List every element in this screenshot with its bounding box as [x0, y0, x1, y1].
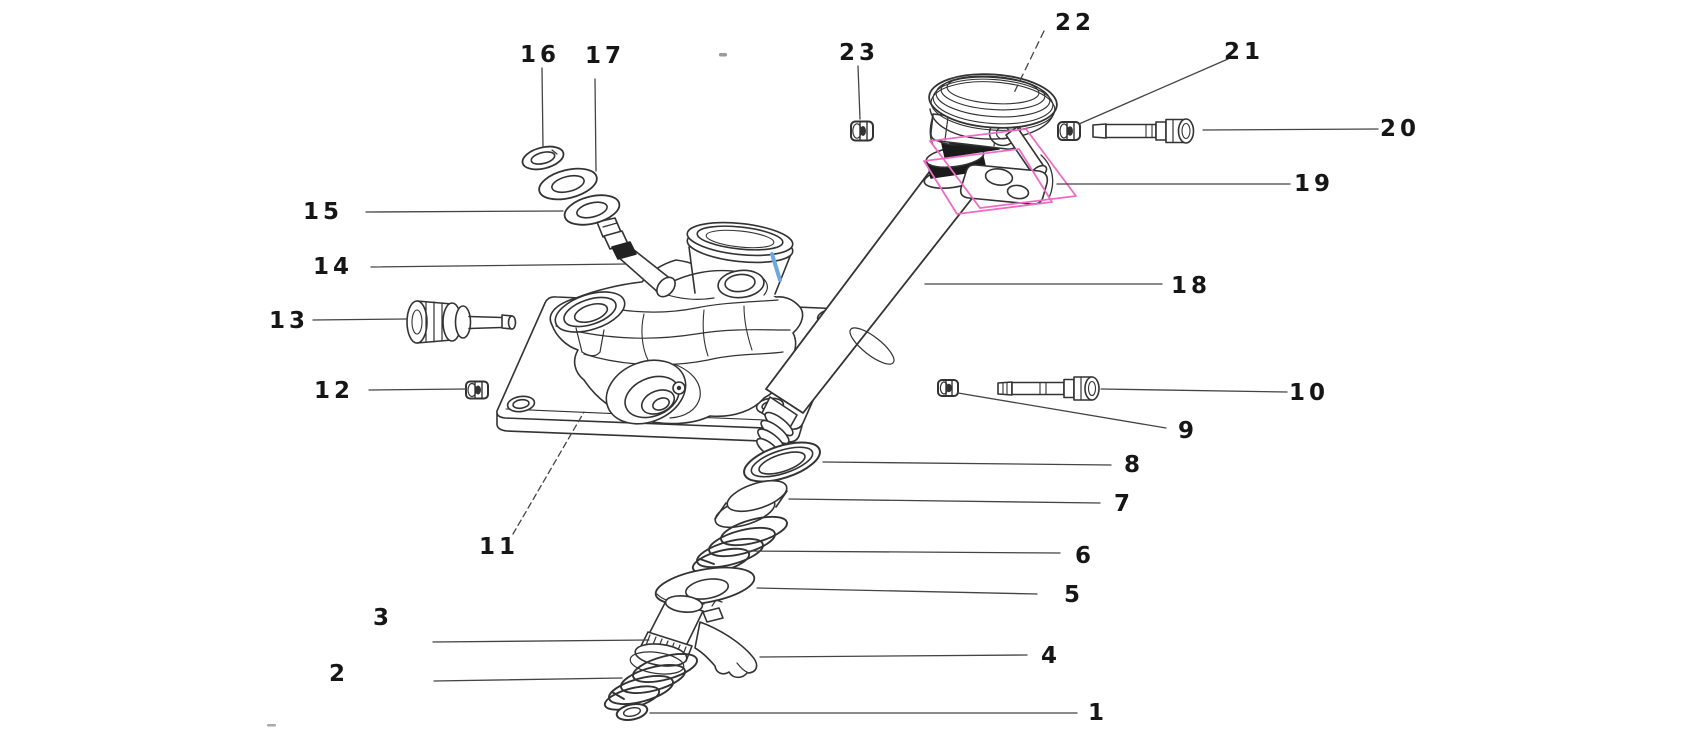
- callout-18: 18: [1170, 273, 1212, 299]
- leader-9: [957, 392, 1167, 429]
- body-screw: [672, 381, 686, 395]
- callout-20: 20: [1379, 116, 1421, 142]
- callout-8: 8: [1123, 452, 1145, 478]
- callout-6: 6: [1074, 543, 1096, 569]
- washer-part-15: [563, 194, 621, 226]
- callout-22: 22: [1054, 10, 1096, 36]
- callout-2: 2: [328, 661, 350, 687]
- callout-11: 11: [478, 534, 520, 560]
- callout-12: 12: [313, 378, 355, 404]
- callout-7: 7: [1113, 491, 1135, 517]
- snout: [605, 359, 701, 425]
- leader-21: [1078, 58, 1229, 125]
- leader-17: [594, 78, 597, 172]
- callout-3: 3: [372, 605, 394, 631]
- callout-15: 15: [302, 199, 344, 225]
- leader-22: [1012, 30, 1045, 96]
- leader-12: [368, 388, 467, 391]
- blue-mark: [770, 252, 782, 282]
- leader-10: [1100, 388, 1288, 393]
- leader-11: [512, 411, 585, 535]
- spring-part-6: [691, 515, 788, 575]
- damper-part-13: [406, 300, 517, 344]
- callout-21: 21: [1223, 39, 1265, 65]
- callout-19: 19: [1293, 171, 1335, 197]
- cup-part-7: [714, 479, 788, 529]
- callout-13: 13: [268, 308, 310, 334]
- pink-highlight: [923, 128, 1077, 215]
- leader-6: [746, 550, 1061, 554]
- ring-part-1: [615, 702, 649, 722]
- leader-15: [365, 210, 564, 213]
- leader-20: [1202, 128, 1379, 131]
- leader-14: [370, 263, 627, 268]
- neck-flange: [686, 221, 794, 264]
- callout-1: 1: [1087, 700, 1109, 726]
- pulley-part-22: [928, 73, 1058, 140]
- seal-ring-part-8: [743, 441, 821, 483]
- washer-part-16: [521, 145, 565, 171]
- leader-lines: [312, 30, 1379, 714]
- leader-3: [432, 639, 650, 643]
- callout-9: 9: [1177, 418, 1199, 444]
- scan-artifacts: [267, 53, 727, 727]
- leader-2: [433, 677, 623, 682]
- leader-5: [756, 587, 1038, 595]
- bolt-part-20: [1092, 118, 1195, 144]
- callout-23: 23: [838, 40, 880, 66]
- leader-7: [788, 498, 1101, 504]
- valve-body-parts-3-4: [629, 595, 758, 679]
- leader-23: [857, 65, 861, 120]
- nut-part-9: [937, 379, 959, 397]
- callout-17: 17: [584, 43, 626, 69]
- leader-13: [312, 318, 407, 321]
- callout-5: 5: [1063, 582, 1085, 608]
- bolt-part-10: [997, 376, 1100, 401]
- pump-body: [549, 221, 804, 425]
- callout-10: 10: [1288, 380, 1330, 406]
- leader-8: [822, 461, 1112, 466]
- body-arm-lug: [655, 269, 768, 300]
- nut-part-12: [465, 380, 489, 400]
- leader-4: [759, 654, 1028, 658]
- left-boss: [554, 291, 626, 357]
- leader-16: [541, 67, 544, 148]
- callout-4: 4: [1040, 643, 1062, 669]
- pin-part-14: [596, 217, 676, 298]
- callout-14: 14: [312, 254, 354, 280]
- nut-part-23: [850, 120, 874, 142]
- nut-part-21: [1057, 121, 1081, 141]
- callout-16: 16: [519, 42, 561, 68]
- washer-part-17: [538, 167, 598, 201]
